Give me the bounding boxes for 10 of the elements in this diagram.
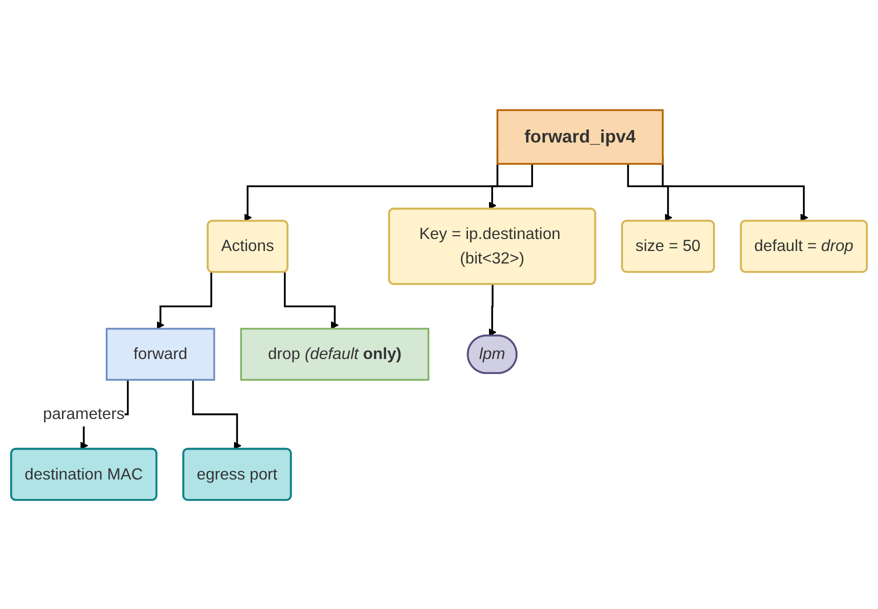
arrow [488,163,534,209]
arrow [192,379,242,450]
arrow [156,272,212,329]
arrow [284,272,339,329]
arrow [627,163,672,222]
node-box: forward_ipv4 [496,108,664,164]
node-box: drop (default only) [240,327,430,380]
edge-label: parameters [42,404,125,422]
node-box: forward [106,327,216,380]
arrow [488,284,496,336]
